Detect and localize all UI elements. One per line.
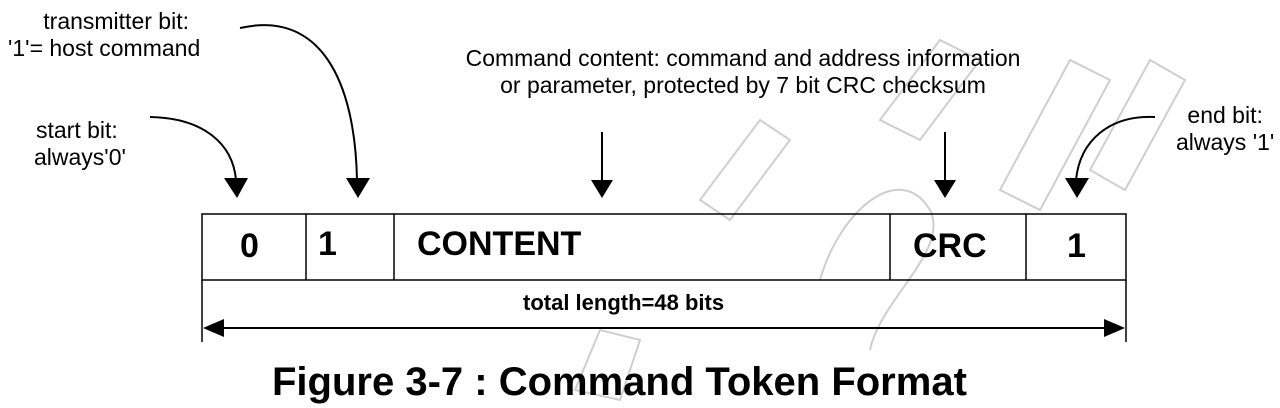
- start-bit-arrowhead: [224, 178, 248, 198]
- content-arrowhead: [591, 180, 613, 198]
- command-content-label: Command content: command and address inf…: [413, 45, 1073, 99]
- watermark: [573, 38, 1187, 402]
- end-bit-arrow: [1075, 115, 1156, 181]
- start-bit-arrow: [149, 116, 237, 181]
- field-crc: CRC: [913, 227, 987, 265]
- start-bit-line2: always'0': [34, 144, 126, 170]
- total-length-arrow: [203, 319, 1125, 337]
- transmitter-bit-line1: transmitter bit:: [43, 8, 189, 34]
- field-transmitter-bit: 1: [318, 225, 337, 263]
- end-bit-line1: end bit:: [1187, 102, 1263, 128]
- start-bit-label: start bit: always'0': [34, 117, 126, 171]
- command-content-line1: Command content: command and address inf…: [465, 45, 1021, 71]
- figure-caption: Figure 3-7 : Command Token Format: [272, 360, 967, 404]
- command-content-line2: or parameter, protected by 7 bit CRC che…: [500, 72, 986, 98]
- transmitter-bit-arrow: [239, 24, 358, 181]
- end-bit-arrowhead: [1065, 178, 1089, 198]
- transmitter-bit-line2: '1'= host command: [8, 35, 201, 61]
- field-content: CONTENT: [417, 225, 582, 263]
- transmitter-bit-arrowhead: [346, 178, 370, 198]
- total-length-label: total length=48 bits: [523, 290, 725, 315]
- crc-arrowhead: [934, 180, 956, 198]
- field-end-bit: 1: [1067, 227, 1086, 265]
- field-start-bit: 0: [240, 227, 259, 265]
- end-bit-line2: always '1': [1176, 129, 1275, 155]
- token-frame: [201, 213, 1127, 342]
- transmitter-bit-label: transmitter bit: '1'= host command: [8, 8, 200, 62]
- end-bit-label: end bit: always '1': [1176, 102, 1274, 156]
- start-bit-line1: start bit:: [36, 117, 118, 143]
